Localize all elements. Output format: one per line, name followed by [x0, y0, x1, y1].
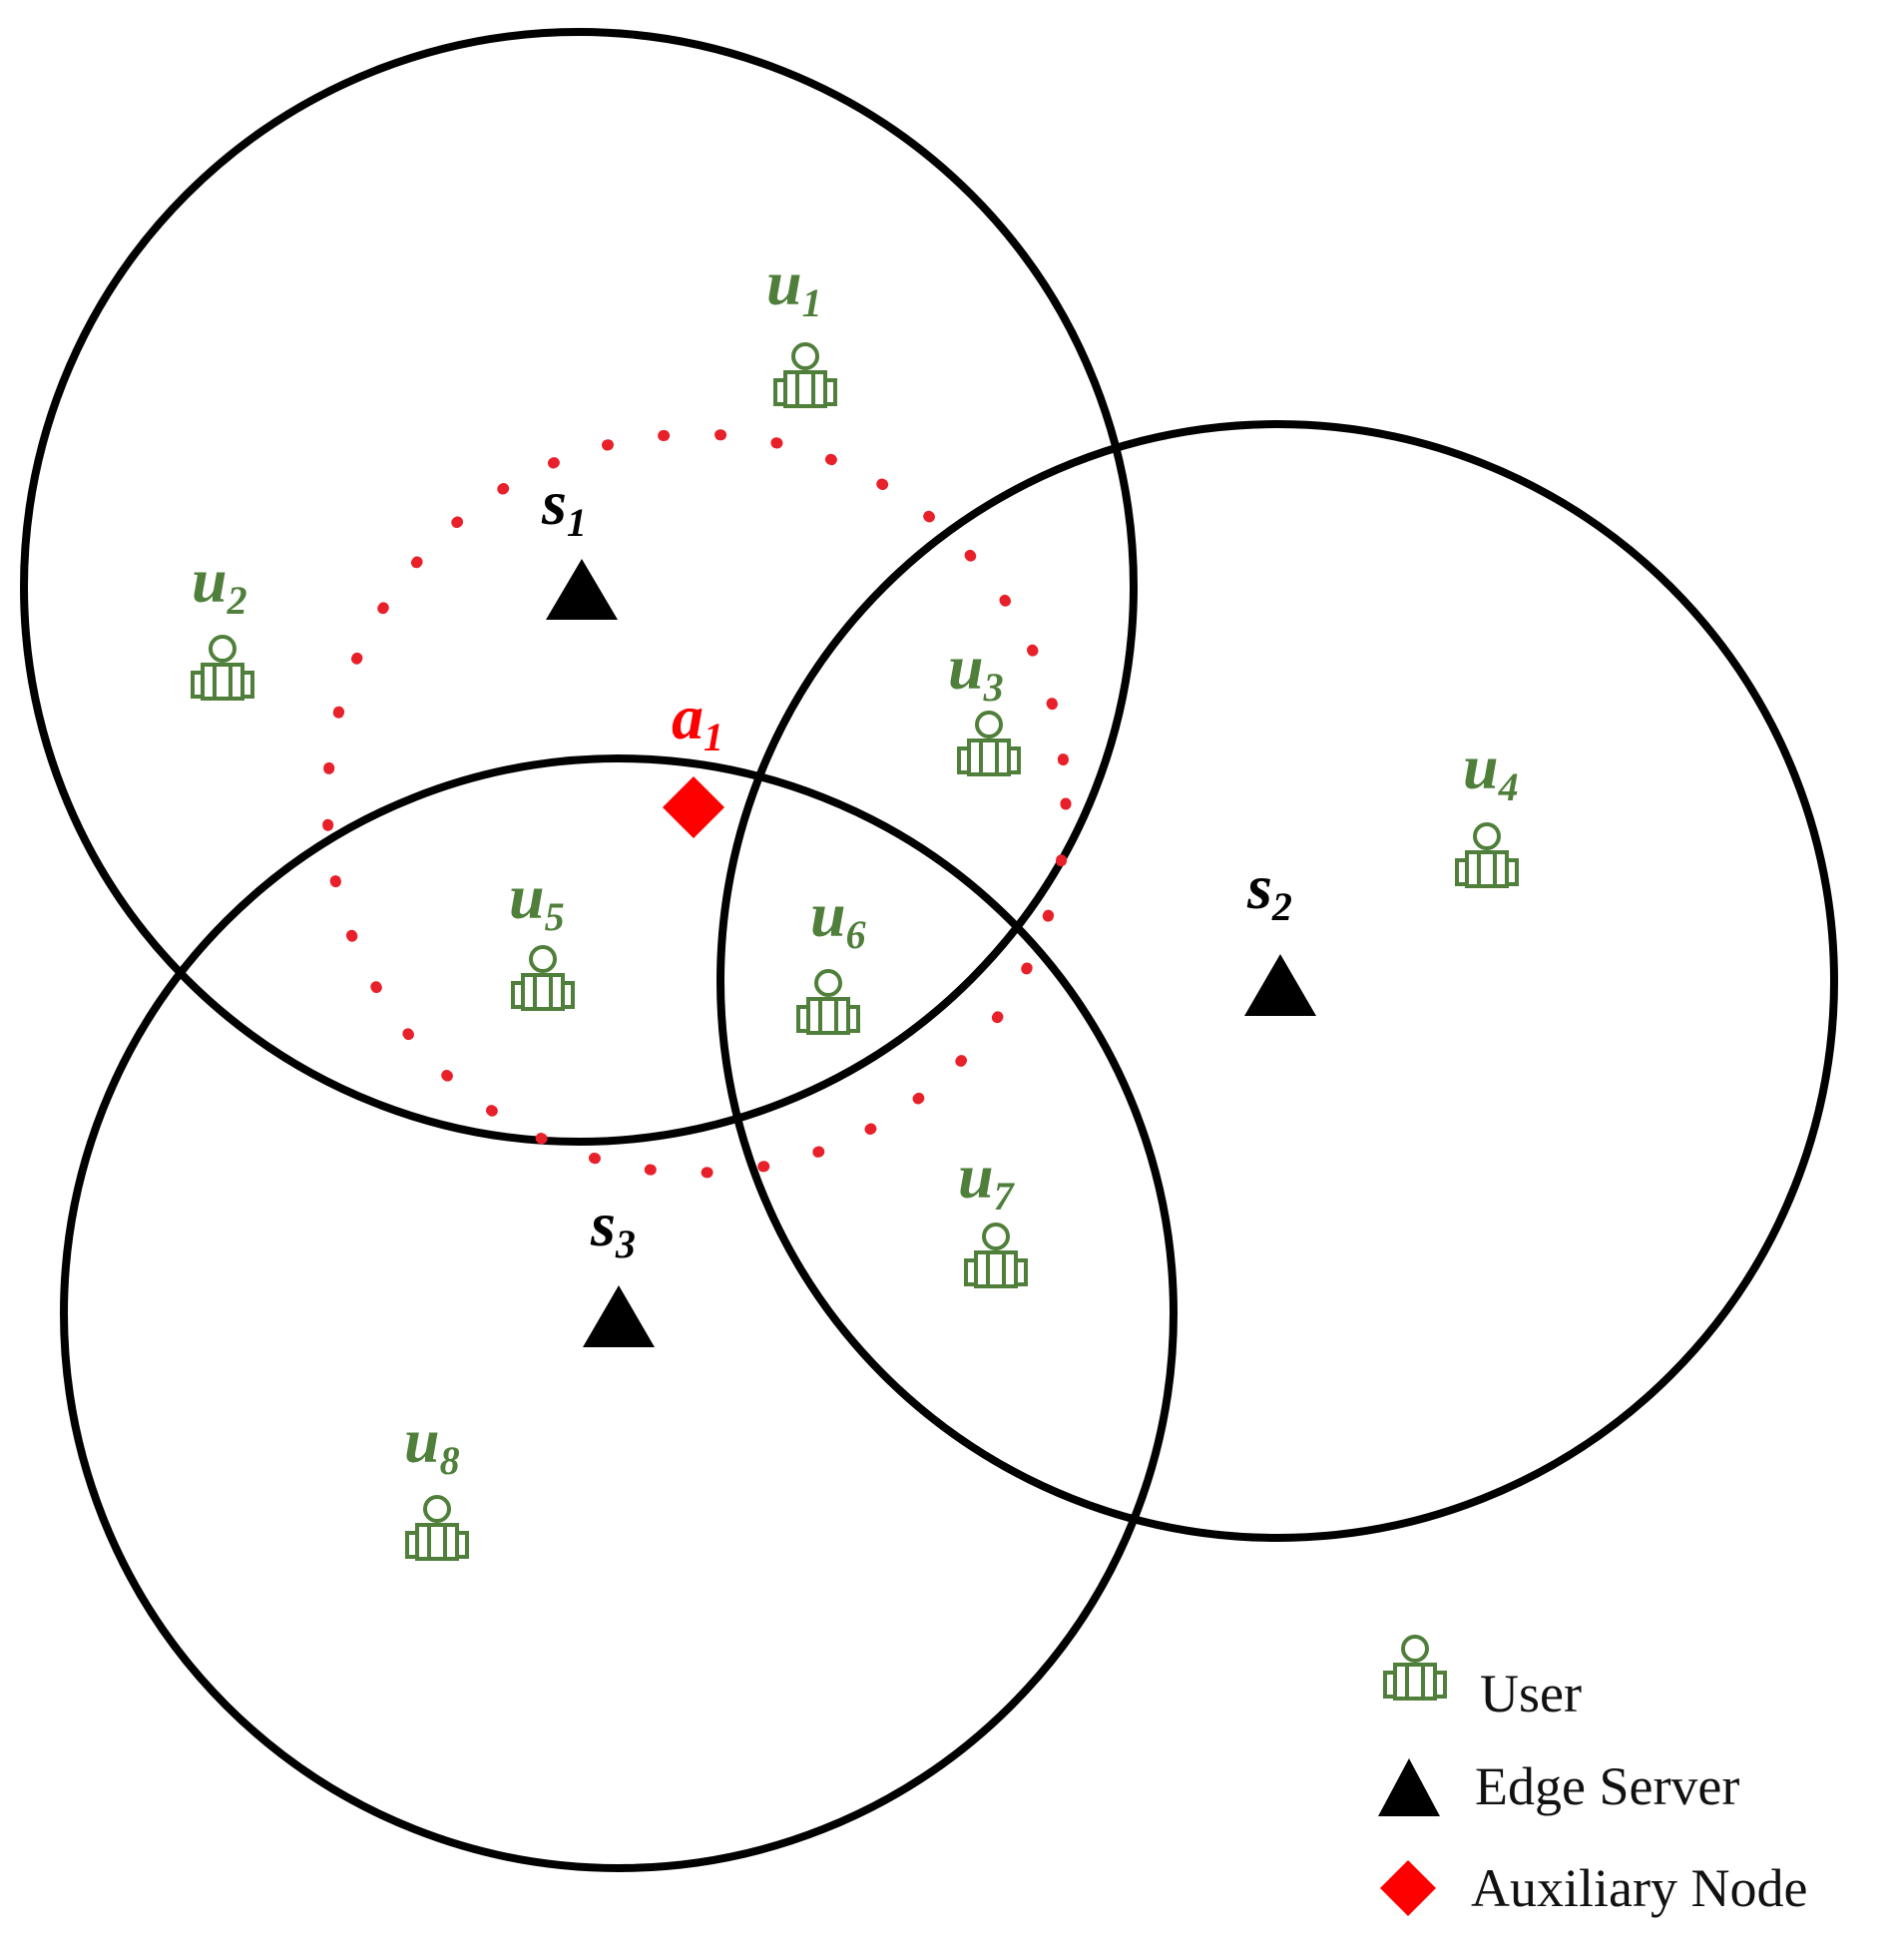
user-u7-label: u7: [958, 1141, 1016, 1219]
user-u8-label: u8: [404, 1405, 460, 1483]
server-s3-label: s3: [590, 1189, 636, 1266]
user-u7-user-icon: [964, 1223, 1028, 1288]
legend-diamond-icon: [1380, 1860, 1436, 1916]
coverage-circles: [20, 28, 1838, 1872]
legend-server-label: Edge Server: [1475, 1756, 1739, 1816]
legend-user-icon: [1383, 1635, 1447, 1701]
edge-servers: s1 s2 s3: [541, 467, 1316, 1347]
user-labels: u1 u2 u3 u4 u5 u6 u7 u8: [192, 247, 1519, 1483]
user-u1-label: u1: [766, 247, 822, 325]
coverage-circle-s3: [60, 754, 1178, 1872]
server-s1-label: s1: [541, 467, 587, 545]
legend-triangle-icon: [1378, 1758, 1440, 1816]
user-u6-label: u6: [810, 879, 866, 957]
coverage-circle-s2: [716, 420, 1838, 1542]
auxiliary-a1-label: a1: [672, 682, 723, 759]
server-s2-triangle-icon: [1244, 954, 1316, 1016]
user-u6-user-icon: [796, 969, 860, 1035]
auxiliary-range-ring: [321, 428, 1072, 1179]
user-u2-user-icon: [191, 635, 254, 701]
server-s1-triangle-icon: [546, 559, 618, 620]
legend-user-label: User: [1480, 1664, 1582, 1723]
user-u4-label: u4: [1463, 732, 1519, 809]
server-s3-triangle-icon: [583, 1285, 655, 1347]
legend-auxiliary-label: Auxiliary Node: [1471, 1858, 1807, 1918]
coverage-circle-s1: [20, 28, 1138, 1146]
user-u2-label: u2: [192, 545, 247, 623]
legend: User Edge Server Auxiliary Node: [1378, 1635, 1807, 1918]
auxiliary-nodes: a1: [663, 682, 724, 838]
user-u5-label: u5: [509, 861, 565, 939]
server-s2-label: s2: [1246, 851, 1292, 929]
auxiliary-a1-diamond-icon: [663, 776, 724, 838]
user-u4-user-icon: [1455, 822, 1519, 888]
user-u5-user-icon: [511, 945, 575, 1011]
user-u3-label: u3: [948, 632, 1004, 710]
user-u3-user-icon: [957, 711, 1021, 776]
user-u1-user-icon: [773, 342, 837, 408]
user-u8-user-icon: [405, 1495, 469, 1561]
